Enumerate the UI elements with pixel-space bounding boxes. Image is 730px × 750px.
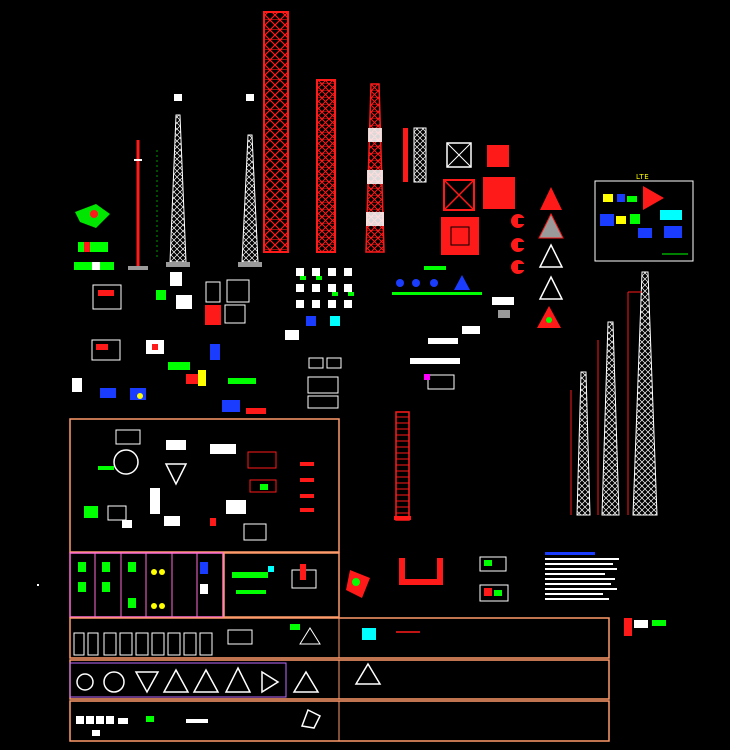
equipment-cabinet-symbols[interactable] [307,357,342,409]
foundation-plan-red-small[interactable] [487,145,509,167]
u-platform-red[interactable] [399,558,443,585]
tri-leg-base-symbol[interactable] [346,570,370,598]
tower-base-plan-red-outline[interactable] [443,179,475,211]
triangle-section-grey[interactable] [538,212,564,239]
red-ladder-detail[interactable] [394,411,411,521]
mast-section-detail[interactable] [403,127,427,183]
white-monopole-tower-2[interactable] [238,94,262,267]
radio-unit-symbols[interactable] [392,266,514,390]
tall-red-lattice-tower[interactable] [263,11,289,253]
triangle-section-white-2[interactable] [538,275,564,300]
detail-sheet-row-4[interactable] [69,659,610,700]
small-hardware-symbol-right[interactable] [624,618,666,636]
north-marker-1 [174,94,182,101]
triangle-section-white-1[interactable] [538,243,564,268]
triangle-section-red[interactable] [540,187,562,210]
equipment-symbol-cluster-left[interactable] [74,204,114,270]
white-lattice-tower-right-3[interactable] [627,271,658,516]
bracket-c-profiles[interactable] [511,214,526,274]
detail-sheet-row-5[interactable] [69,700,610,742]
detail-sheet-row-3[interactable] [69,617,610,659]
north-marker-2 [246,94,254,101]
detail-sheet-row-2[interactable] [69,552,224,618]
equipment-symbol-cluster-mid[interactable] [72,272,266,414]
medium-red-lattice-tower[interactable] [316,79,336,253]
cursor-marker [37,584,39,586]
white-lattice-tower-right-2[interactable] [597,321,620,516]
lte-label: LTE [636,173,650,181]
tower-base-plan-white[interactable] [446,142,472,168]
small-detail-green-red[interactable] [479,556,509,602]
detail-sheet-main[interactable] [69,418,340,553]
foundation-plan-red-medium[interactable] [483,177,515,209]
white-monopole-tower-1[interactable] [166,94,190,267]
foundation-plan-red-large[interactable] [441,217,479,255]
detail-sheet-row-2-right[interactable] [223,552,340,618]
lte-detail-panel[interactable] [594,180,694,262]
general-notes-text-block[interactable] [545,552,619,600]
white-lattice-tower-right-1[interactable] [570,371,591,516]
antenna-mount-symbols[interactable] [285,268,354,340]
triangle-section-red-2[interactable] [537,306,561,328]
red-monopole-tower[interactable] [128,140,158,270]
red-white-lattice-tower[interactable] [365,83,385,253]
